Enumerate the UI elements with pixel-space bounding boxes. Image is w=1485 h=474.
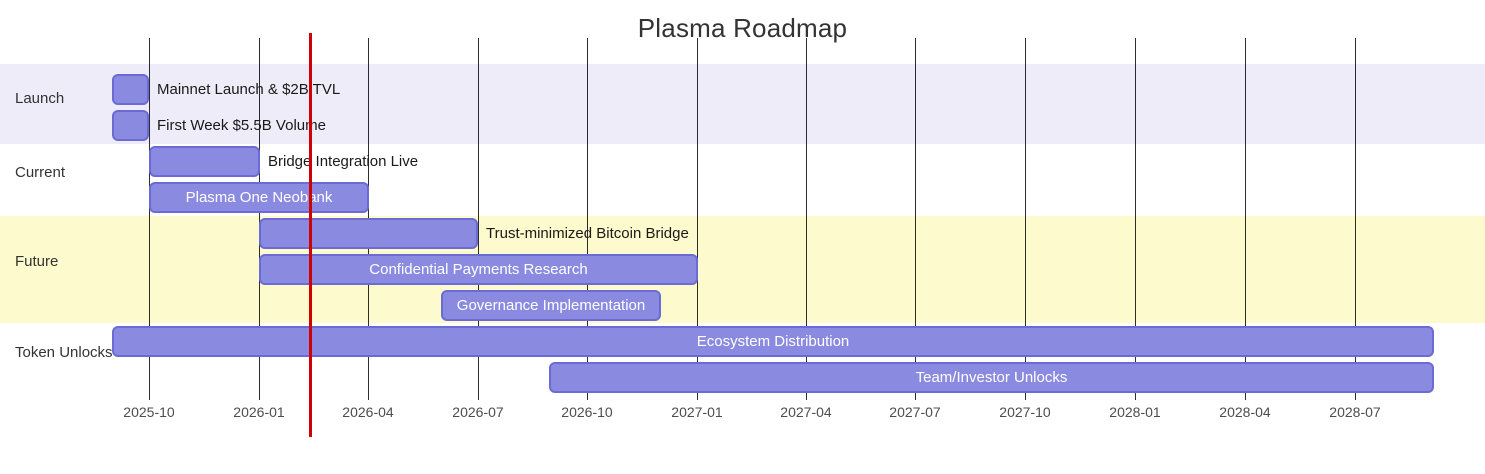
task-label: Bridge Integration Live — [268, 153, 419, 170]
section-label-launch: Launch — [15, 90, 65, 107]
section-label-current: Current — [15, 164, 66, 181]
task-bar[interactable] — [112, 74, 149, 105]
grid-line — [259, 38, 260, 400]
axis-tick-label: 2026-01 — [233, 404, 285, 420]
axis-tick-label: 2025-10 — [123, 404, 175, 420]
axis-tick-label: 2026-07 — [452, 404, 504, 420]
axis-tick-label: 2027-07 — [889, 404, 941, 420]
axis-tick-label: 2026-10 — [561, 404, 613, 420]
grid-line — [149, 38, 150, 400]
task-bar[interactable] — [112, 110, 149, 141]
grid-line — [1245, 38, 1246, 400]
grid-line — [1135, 38, 1136, 400]
axis-tick-label: 2028-04 — [1219, 404, 1271, 420]
task-label: First Week $5.5B Volume — [157, 117, 326, 134]
section-label-token-unlocks: Token Unlocks — [15, 344, 113, 361]
task-bar[interactable] — [549, 362, 1434, 393]
grid-line — [1025, 38, 1026, 400]
task-bar[interactable] — [149, 146, 260, 177]
grid-line — [915, 38, 916, 400]
today-marker-line — [309, 33, 312, 437]
axis-tick-label: 2028-07 — [1329, 404, 1381, 420]
task-label: Mainnet Launch & $2B TVL — [157, 81, 341, 98]
grid-line — [806, 38, 807, 400]
axis-tick-label: 2026-04 — [342, 404, 394, 420]
grid-line — [697, 38, 698, 400]
axis-tick-label: 2027-01 — [671, 404, 723, 420]
axis-tick-label: 2027-10 — [999, 404, 1051, 420]
axis-tick-label: 2028-01 — [1109, 404, 1161, 420]
chart-title: Plasma Roadmap — [637, 13, 848, 43]
task-bar[interactable] — [259, 254, 698, 285]
grid-line — [478, 38, 479, 400]
task-bar[interactable] — [112, 326, 1434, 357]
section-band-launch — [0, 64, 1485, 144]
grid-line — [587, 38, 588, 400]
task-bar[interactable] — [259, 218, 478, 249]
section-band-future — [0, 216, 1485, 323]
task-label: Trust-minimized Bitcoin Bridge — [486, 225, 689, 242]
task-bar[interactable] — [441, 290, 661, 321]
grid-line — [1355, 38, 1356, 400]
axis-tick-label: 2027-04 — [780, 404, 832, 420]
section-label-future: Future — [15, 253, 59, 270]
task-bar[interactable] — [149, 182, 369, 213]
